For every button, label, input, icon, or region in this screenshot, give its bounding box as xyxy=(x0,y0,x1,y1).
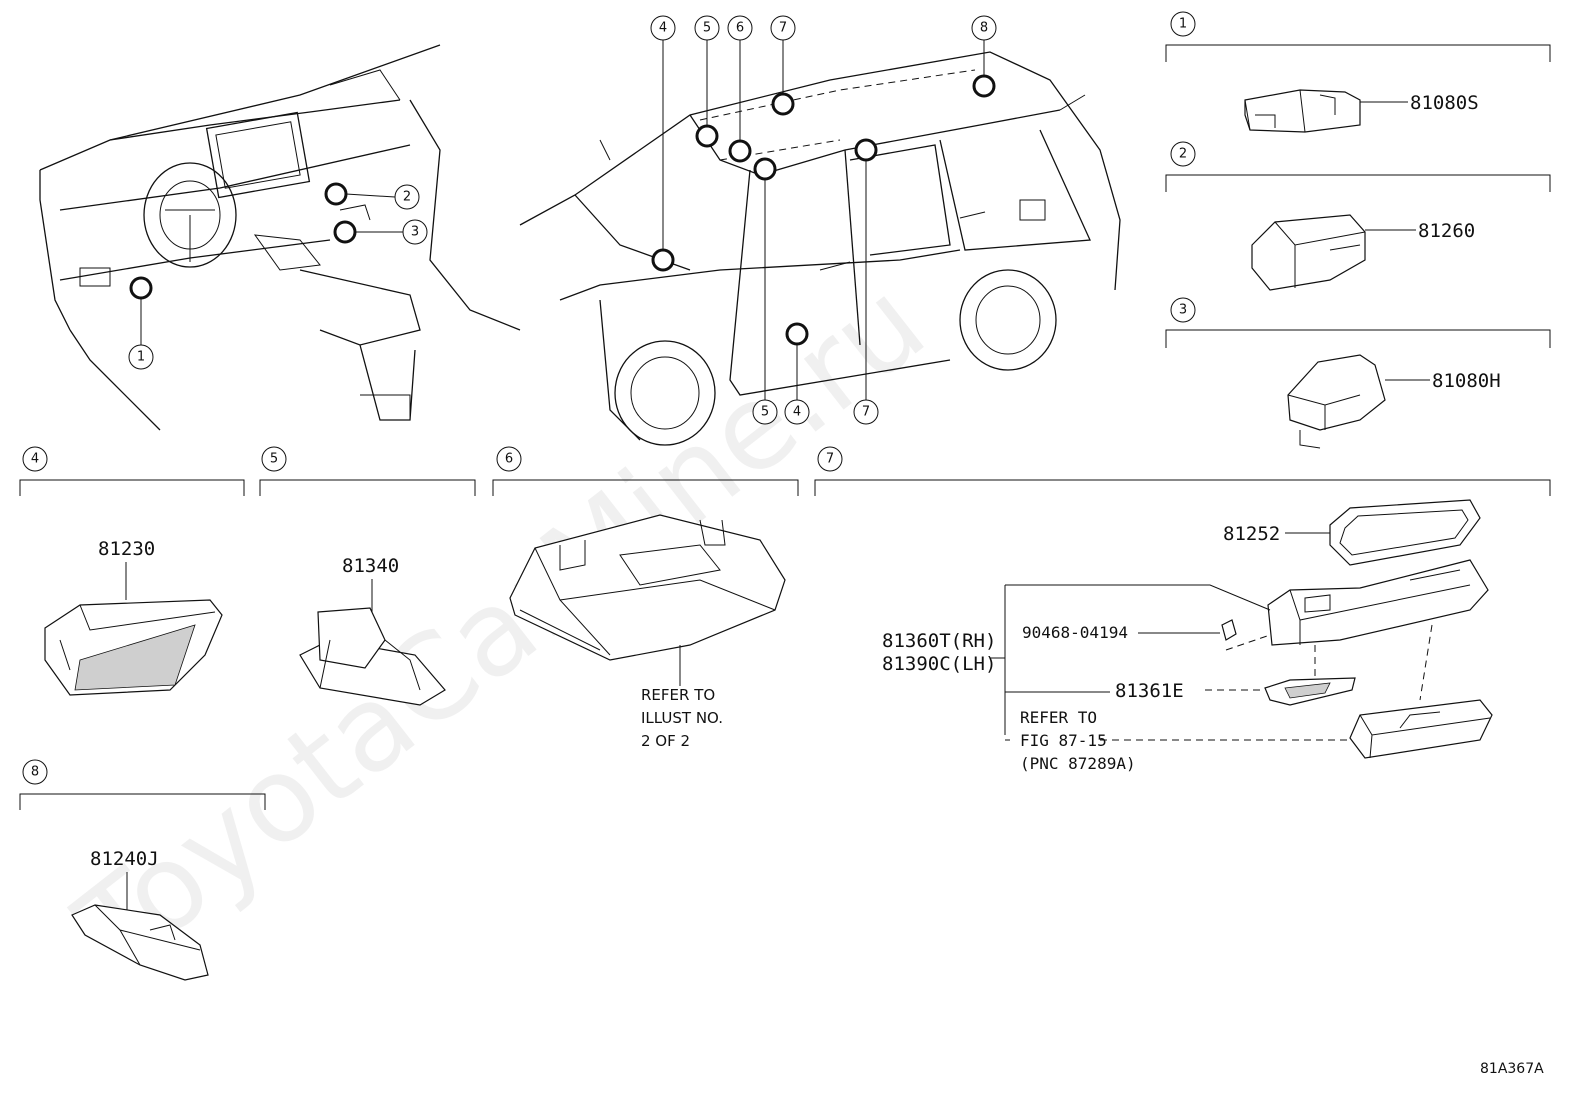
group-bracket xyxy=(259,479,476,496)
refer-note-line-2: FIG 87-15 xyxy=(1020,731,1107,750)
part-number-81240J: 81240J xyxy=(90,848,159,870)
refer-note-line-1: REFER TO xyxy=(1020,708,1097,727)
group-number: 3 xyxy=(1179,303,1187,318)
refer-note-line-1: REFER TO xyxy=(641,686,715,704)
group-bracket xyxy=(1165,44,1551,62)
callout-bubble xyxy=(128,344,154,370)
callout-bubble xyxy=(752,399,778,425)
location-marker xyxy=(129,276,153,300)
location-marker xyxy=(753,157,777,181)
figure-code: 81A367A xyxy=(1480,1061,1544,1077)
part-number-90468-04194: 90468-04194 xyxy=(1022,623,1128,642)
group-number-bubble xyxy=(1170,141,1196,167)
group-number-bubble xyxy=(817,446,843,472)
callout-number: 5 xyxy=(703,21,711,36)
group-number: 5 xyxy=(270,452,278,467)
group-number: 8 xyxy=(31,765,39,780)
vehicle-callouts: 4 5 6 7 8 5 4 7 xyxy=(650,15,997,425)
part-81080H-drawing xyxy=(1287,354,1386,449)
callout-number: 4 xyxy=(659,21,667,36)
callout-number: 4 xyxy=(793,405,801,420)
group-4: 4 81230 xyxy=(19,446,245,696)
group-number-bubble xyxy=(496,446,522,472)
group-1: 1 81080S xyxy=(1165,11,1551,133)
assembly-number-lh: 81390C(LH) xyxy=(882,653,996,675)
callout-number: 8 xyxy=(980,21,988,36)
callout-number: 7 xyxy=(862,405,870,420)
group-bracket xyxy=(1165,174,1551,192)
location-marker xyxy=(972,74,996,98)
callout-number: 5 xyxy=(761,405,769,420)
location-marker xyxy=(695,124,719,148)
callout-number: 6 xyxy=(736,21,744,36)
vehicle-illustration xyxy=(519,51,1121,446)
group-bracket xyxy=(814,479,1551,496)
dashboard-callouts: 1 2 3 xyxy=(128,182,428,370)
group-bracket xyxy=(492,479,799,496)
group-number-bubble xyxy=(261,446,287,472)
group-number: 2 xyxy=(1179,147,1187,162)
group-number-bubble xyxy=(1170,11,1196,37)
group-bracket xyxy=(19,479,245,496)
callout-number: 3 xyxy=(411,225,419,240)
location-marker xyxy=(785,322,809,346)
dashboard-illustration xyxy=(39,44,521,431)
part-number-81260: 81260 xyxy=(1418,220,1475,242)
callout-number: 1 xyxy=(137,350,145,365)
part-81230-drawing xyxy=(44,599,223,696)
refer-note-line-3: (PNC 87289A) xyxy=(1020,754,1136,773)
callout-bubble xyxy=(394,184,420,210)
callout-bubble xyxy=(402,219,428,245)
part-number-81252: 81252 xyxy=(1223,523,1280,545)
callout-number: 2 xyxy=(403,190,411,205)
callout-number: 7 xyxy=(779,21,787,36)
assembly-number-rh: 81360T(RH) xyxy=(882,630,996,652)
location-marker xyxy=(651,248,675,272)
part-lamp-assembly-drawing xyxy=(1267,559,1489,646)
overhead-console-drawing xyxy=(509,514,786,661)
part-housing-drawing xyxy=(1349,699,1493,759)
group-bracket xyxy=(1165,329,1551,348)
group-number-bubble xyxy=(1170,297,1196,323)
location-marker xyxy=(771,92,795,116)
group-3: 3 81080H xyxy=(1165,297,1551,449)
part-number-81361E: 81361E xyxy=(1115,680,1184,702)
location-marker xyxy=(854,138,878,162)
part-81361E-drawing xyxy=(1264,677,1356,706)
group-number: 6 xyxy=(505,452,513,467)
part-number-81230: 81230 xyxy=(98,538,155,560)
group-number: 1 xyxy=(1179,17,1187,32)
location-marker xyxy=(728,139,752,163)
part-number-81080H: 81080H xyxy=(1432,370,1501,392)
group-number-bubble xyxy=(22,446,48,472)
part-81080S-drawing xyxy=(1244,89,1361,133)
part-81260-drawing xyxy=(1251,214,1366,291)
group-number: 4 xyxy=(31,452,39,467)
location-marker xyxy=(333,220,357,244)
refer-note-line-2: ILLUST NO. xyxy=(641,709,723,727)
part-81340-drawing xyxy=(299,607,446,706)
group-number: 7 xyxy=(826,452,834,467)
callout-bubble xyxy=(784,399,810,425)
refer-note-line-3: 2 OF 2 xyxy=(641,732,690,750)
callout-bubble xyxy=(853,399,879,425)
part-number-81080S: 81080S xyxy=(1410,92,1479,114)
group-6: 6 REFER TO ILLUST NO. 2 OF 2 xyxy=(492,446,799,750)
location-marker xyxy=(324,182,348,206)
part-81240J-drawing xyxy=(71,904,209,981)
group-7: 7 81252 81360T(RH) 81390C(LH) 90468-0419… xyxy=(814,446,1551,773)
group-2: 2 81260 xyxy=(1165,141,1551,291)
group-5: 5 81340 xyxy=(259,446,476,706)
group-8: 8 81240J xyxy=(19,759,266,981)
part-number-81340: 81340 xyxy=(342,555,399,577)
group-number-bubble xyxy=(22,759,48,785)
part-81252-drawing xyxy=(1329,499,1481,566)
group-bracket xyxy=(19,793,266,810)
part-90468-04194-drawing xyxy=(1221,619,1237,641)
